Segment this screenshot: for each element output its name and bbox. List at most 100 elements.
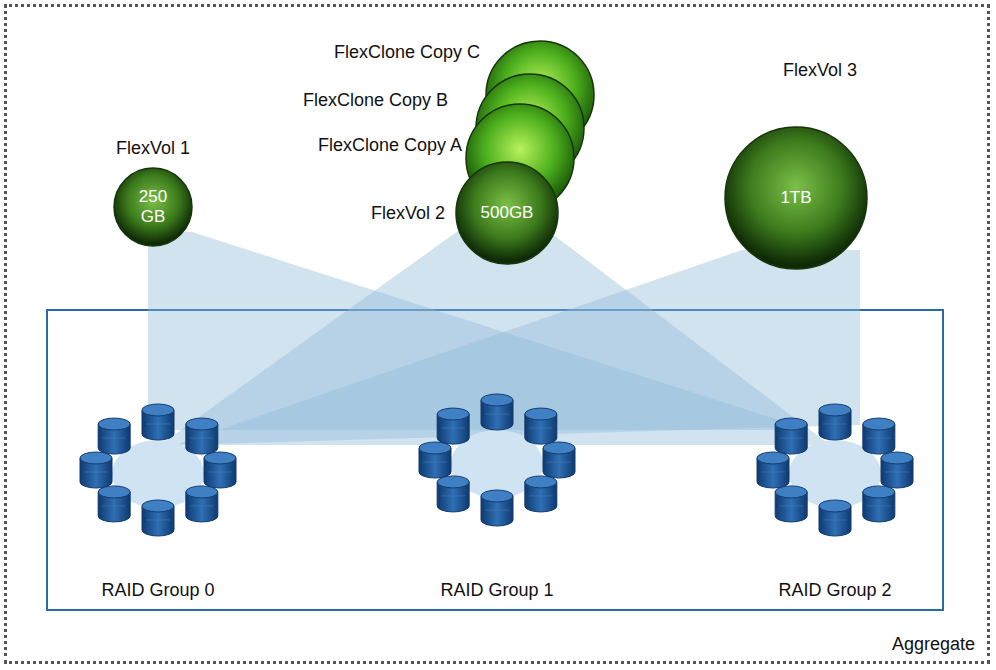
raid-group: RAID Group 2 [735, 390, 935, 610]
disk-symbol [863, 486, 895, 522]
disk-highlight [441, 495, 465, 496]
disk-highlight [823, 520, 847, 521]
disk-top [98, 486, 130, 498]
disk-top [543, 442, 575, 454]
volume-label: FlexClone Copy B [303, 90, 448, 111]
disk-highlight [208, 472, 232, 473]
disk-highlight [761, 472, 785, 473]
disk-top [863, 486, 895, 498]
volume-label: FlexClone Copy A [318, 135, 462, 156]
disk-highlight [547, 462, 571, 463]
disk-symbol [775, 418, 807, 454]
disk-top [437, 408, 469, 420]
volume-size: 500GB [462, 203, 552, 223]
disk-symbol [543, 442, 575, 478]
raid-group: RAID Group 0 [58, 390, 258, 610]
disk-top [757, 452, 789, 464]
disk-highlight [529, 428, 553, 429]
aggregate-label: Aggregate [892, 634, 975, 655]
disk-highlight [190, 505, 214, 506]
disk-symbol [142, 500, 174, 536]
volume-label: FlexVol 3 [783, 60, 857, 81]
disk-top [819, 500, 851, 512]
disk-highlight [102, 438, 126, 439]
disk-highlight [102, 505, 126, 506]
disk-symbol [757, 452, 789, 488]
disk-highlight [146, 520, 170, 521]
volume-circle: FlexVol 2500GB [455, 161, 559, 265]
volume-size: 250 GB [128, 187, 178, 226]
disk-symbol [481, 394, 513, 430]
disk-symbol [819, 404, 851, 440]
disk-symbol [142, 404, 174, 440]
disk-highlight [84, 472, 108, 473]
volume-label: FlexVol 1 [116, 138, 190, 159]
volume-disc-shape [725, 127, 867, 269]
disk-top [863, 418, 895, 430]
disk-top [775, 418, 807, 430]
disk-top [186, 418, 218, 430]
disk-top [142, 500, 174, 512]
volume-spread-fan [175, 250, 860, 445]
disk-symbol [419, 442, 451, 478]
disk-top [525, 408, 557, 420]
disk-symbol [863, 418, 895, 454]
disk-highlight [423, 462, 447, 463]
disk-highlight [146, 424, 170, 425]
disk-symbol [819, 500, 851, 536]
disk-symbol [98, 486, 130, 522]
disk-symbol [437, 408, 469, 444]
volume-disc-shape [456, 162, 558, 264]
volume-label: FlexClone Copy C [334, 42, 480, 63]
disk-top [419, 442, 451, 454]
disk-symbol [881, 452, 913, 488]
disk-symbol [186, 486, 218, 522]
disk-symbol [98, 418, 130, 454]
volume-size: 1TB [741, 188, 851, 208]
volume-circle: FlexVol 1250 GB [113, 167, 193, 247]
disk-highlight [190, 438, 214, 439]
volume-disc-shape [114, 168, 192, 246]
disk-highlight [867, 438, 891, 439]
disk-symbol [204, 452, 236, 488]
disk-ring [397, 380, 597, 550]
disk-highlight [485, 510, 509, 511]
disk-top [775, 486, 807, 498]
volume-circle: FlexVol 31TB [724, 126, 868, 270]
disk-top [481, 394, 513, 406]
disk-highlight [441, 428, 465, 429]
disk-top [98, 418, 130, 430]
disk-symbol [481, 490, 513, 526]
disk-top [481, 490, 513, 502]
disk-ring [735, 390, 935, 560]
disk-highlight [529, 495, 553, 496]
disk-highlight [885, 472, 909, 473]
raid-group: RAID Group 1 [397, 380, 597, 600]
disk-highlight [485, 414, 509, 415]
raid-group-label: RAID Group 1 [440, 580, 553, 601]
disk-symbol [437, 476, 469, 512]
disk-symbol [525, 408, 557, 444]
disk-top [204, 452, 236, 464]
volume-label: FlexVol 2 [371, 203, 445, 224]
disk-highlight [779, 438, 803, 439]
raid-group-label: RAID Group 2 [778, 580, 891, 601]
disk-symbol [525, 476, 557, 512]
disk-top [80, 452, 112, 464]
disk-top [525, 476, 557, 488]
disk-top [881, 452, 913, 464]
disk-highlight [823, 424, 847, 425]
disk-top [819, 404, 851, 416]
disk-ring [58, 390, 258, 560]
disk-symbol [80, 452, 112, 488]
disk-top [437, 476, 469, 488]
disk-symbol [775, 486, 807, 522]
disk-symbol [186, 418, 218, 454]
disk-highlight [779, 505, 803, 506]
aggregate-box: FlexVol 1250 GBFlexClone Copy CFlexClone… [4, 4, 990, 664]
disk-top [186, 486, 218, 498]
disk-top [142, 404, 174, 416]
disk-highlight [867, 505, 891, 506]
raid-group-label: RAID Group 0 [101, 580, 214, 601]
